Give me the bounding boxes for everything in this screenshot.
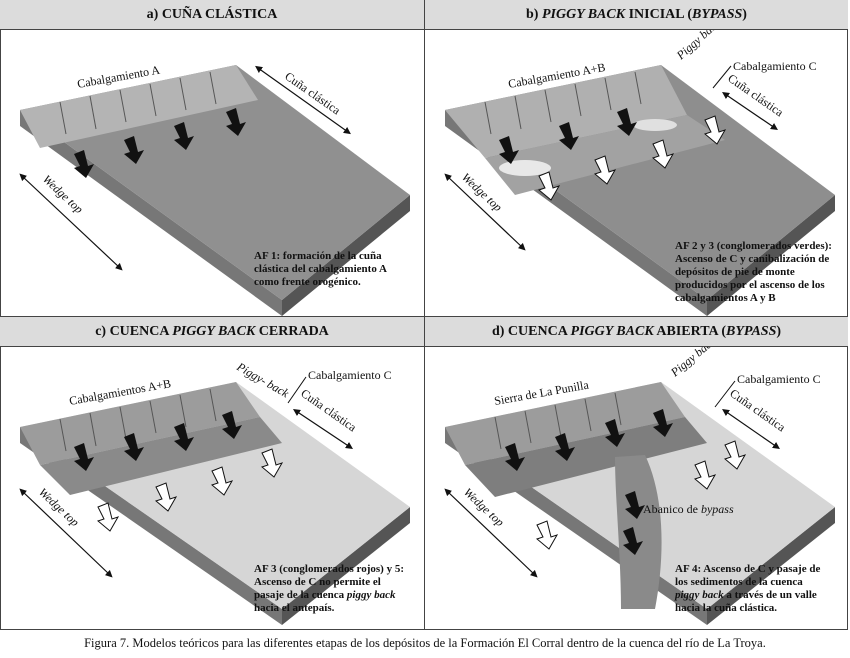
arrow-wedge: [293, 409, 353, 449]
panel-a-note: AF 1: formación de la cuña clástica del …: [254, 250, 387, 288]
arrow-wedge: [722, 91, 778, 131]
leader-thrust-c: [714, 380, 736, 408]
divider-horizontal: [0, 316, 848, 317]
flow-arrows-dark: [74, 108, 246, 178]
flow-arrows-dark: [74, 411, 242, 471]
arrow-wedge-top: [444, 173, 526, 251]
label-bypass-fan: Abanico de bypass: [643, 502, 734, 516]
label-thrust-c: Cabalgamiento C: [308, 368, 392, 382]
mountain-ridges: [484, 71, 642, 135]
mountain-ridges: [494, 392, 622, 450]
panel-c-block-diagram: Cabalgamientos A+B Piggy- back Cabalgami…: [19, 359, 410, 625]
mountain-ridges: [59, 71, 217, 135]
block-side-right: [282, 195, 410, 316]
arrow-wedge-top: [444, 488, 538, 578]
panel-c-header: c) CUENCA PIGGY BACK CERRADA: [0, 317, 424, 347]
arrow-wedge: [722, 408, 780, 450]
panel-a-title: a) CUÑA CLÁSTICA: [146, 6, 278, 22]
mountain-range: [445, 382, 685, 465]
label-wedge-top: Wedge top: [459, 170, 505, 214]
flow-arrows-dark: [505, 409, 673, 555]
panel-b-note: AF 2 y 3 (conglomerados verdes): Ascenso…: [675, 240, 832, 304]
panel-a-header: a) CUÑA CLÁSTICA: [0, 0, 424, 30]
arrow-wedge-top: [19, 488, 113, 578]
panel-d-header: d) CUENCA PIGGY BACK ABIERTA (BYPASS): [425, 317, 848, 347]
label-wedge: Cuña clástica: [725, 71, 786, 120]
panel-d-note: AF 4: Ascenso de C y pasaje de los sedim…: [675, 563, 821, 614]
label-thrust-c: Cabalgamiento C: [737, 372, 821, 386]
label-wedge: Cuña clástica: [727, 386, 788, 435]
block-side-right: [707, 507, 835, 625]
figure-caption: Figura 7. Modelos teóricos para las dife…: [84, 636, 766, 650]
panel-b-header: b) PIGGY BACK INICIAL (BYPASS): [425, 0, 848, 30]
block-side-right: [282, 507, 410, 625]
divider-vertical: [424, 0, 425, 630]
label-piggy-back: Piggy back: [673, 30, 723, 63]
piggy-back-basin: [465, 417, 707, 497]
flow-arrows-light: [537, 115, 727, 201]
label-wedge-top: Wedge top: [40, 172, 86, 216]
block-side-right: [707, 195, 835, 316]
panel-b: b) PIGGY BACK INICIAL (BYPASS): [425, 0, 848, 316]
leader-thrust-c: [287, 376, 307, 404]
label-wedge: Cuña clástica: [298, 386, 359, 435]
deposit-patch: [633, 119, 677, 131]
leader-thrust-c: [712, 65, 732, 89]
panel-b-block-diagram: Cabalgamiento A+B Piggy back Cabalgamien…: [444, 30, 835, 316]
label-piggy-back: Piggy back: [667, 347, 718, 380]
bypass-fan: [615, 455, 662, 609]
mountain-range: [20, 65, 258, 148]
flow-arrows-dark: [499, 108, 637, 164]
panel-c-note: AF 3 (conglomerados rojos) y 5: Ascenso …: [254, 563, 405, 614]
panel-d-block-diagram: Sierra de La Punilla Piggy back Cabalgam…: [444, 347, 835, 625]
mountain-range: [20, 382, 260, 465]
piggy-back-basin: [40, 417, 282, 495]
panel-a-block-diagram: Cabalgamiento A Cuña clástica Wedge top: [19, 63, 410, 316]
panel-d: d) CUENCA PIGGY BACK ABIERTA (BYPASS): [425, 317, 848, 630]
mountain-ridges: [59, 388, 217, 452]
arrow-wedge-top: [19, 173, 123, 271]
label-thrust-c: Cabalgamiento C: [733, 59, 817, 73]
deposit-patch: [499, 160, 551, 176]
panel-c: c) CUENCA PIGGY BACK CERRADA: [0, 317, 424, 630]
panel-a: a) CUÑA CLÁSTICA Cab: [0, 0, 424, 316]
mountain-range: [445, 65, 687, 158]
arrow-wedge: [255, 65, 351, 135]
